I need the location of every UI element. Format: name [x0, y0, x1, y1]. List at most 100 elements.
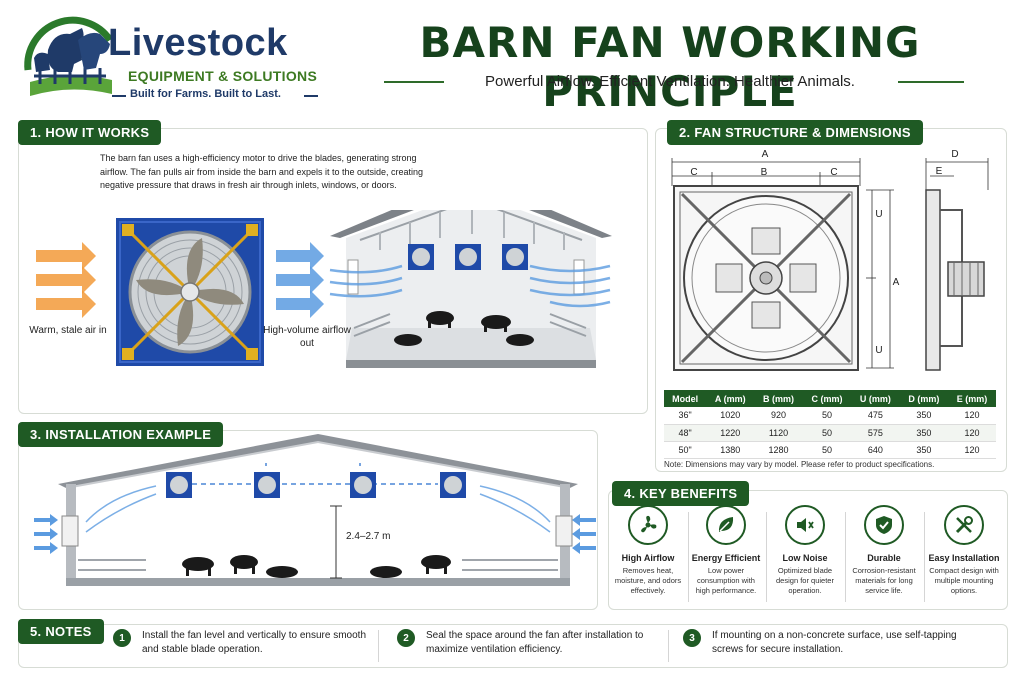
- table-header: C (mm): [802, 390, 852, 407]
- shield-icon: [864, 505, 904, 545]
- brand-subtitle: EQUIPMENT & SOLUTIONS: [128, 68, 318, 84]
- section-label-notes: 5. NOTES: [18, 619, 104, 644]
- speaker-icon: [785, 505, 825, 545]
- dimension-table: Model A (mm) B (mm) C (mm) U (mm) D (mm)…: [664, 390, 996, 459]
- fan-side-view: [925, 158, 989, 371]
- note-text: Install the fan level and vertically to …: [142, 630, 367, 655]
- notes-panel: [18, 624, 1008, 668]
- logo: [20, 10, 330, 110]
- airflow-out-arrows: [276, 242, 324, 318]
- table-cell: 1020: [706, 407, 755, 425]
- table-cell: 640: [851, 441, 900, 459]
- table-cell: 50": [664, 441, 707, 459]
- page-title: BARN FAN WORKING PRINCIPLE: [419, 18, 921, 116]
- table-cell: 120: [948, 424, 996, 442]
- fan-icon: [628, 505, 668, 545]
- benefit-energy-efficient: Energy Efficient Low power consumption w…: [690, 505, 762, 596]
- benefit-title: Durable: [867, 553, 901, 563]
- benefit-description: Corrosion-resistant materials for long s…: [852, 566, 916, 595]
- section-label-structure: 2. FAN STRUCTURE & DIMENSIONS: [667, 120, 923, 145]
- dimension-note: Note: Dimensions may vary by model. Plea…: [664, 460, 935, 469]
- benefit-title: High Airflow: [621, 553, 675, 563]
- benefit-divider: [924, 512, 925, 602]
- table-cell: 50: [802, 441, 852, 459]
- table-cell: 120: [948, 441, 996, 459]
- table-cell: 1280: [754, 441, 803, 459]
- table-cell: 1220: [706, 424, 755, 442]
- table-cell: 350: [899, 441, 949, 459]
- table-header: D (mm): [899, 390, 949, 407]
- table-cell: 350: [899, 424, 949, 442]
- subtitle-rule-left: [384, 81, 444, 83]
- warm-air-label: Warm, stale air in: [29, 325, 107, 336]
- dim-label-u-bottom: U: [875, 345, 883, 356]
- table-cell: 350: [899, 407, 949, 425]
- brand-name: Livestock: [108, 22, 288, 64]
- table-header: U (mm): [851, 390, 900, 407]
- tag-rule-left: [112, 95, 126, 97]
- section-label-benefits: 4. KEY BENEFITS: [612, 481, 750, 506]
- table-cell: 575: [851, 424, 900, 442]
- note-text: If mounting on a non-concrete surface, u…: [712, 630, 957, 655]
- benefit-easy-installation: Easy Installation Compact design with mu…: [928, 505, 1000, 596]
- dim-label-a-side: A: [892, 277, 900, 288]
- benefit-title: Energy Efficient: [691, 553, 761, 563]
- note-number: 2: [397, 629, 415, 647]
- note-text: Seal the space around the fan after inst…: [426, 630, 644, 655]
- table-cell: 1380: [706, 441, 755, 459]
- table-cell: 48": [664, 424, 707, 442]
- benefit-divider: [688, 512, 689, 602]
- note-divider: [378, 630, 379, 662]
- page-subtitle: Powerful Airflow. Efficient Ventilation.…: [485, 73, 855, 90]
- note-divider: [668, 630, 669, 662]
- benefit-durable: Durable Corrosion-resistant materials fo…: [848, 505, 920, 596]
- table-header: B (mm): [754, 390, 803, 407]
- table-cell: 50: [802, 424, 852, 442]
- airflow-out-label: High-volume airflow out: [263, 325, 351, 349]
- brand-tagline: Built for Farms. Built to Last.: [130, 88, 281, 100]
- tag-rule-right: [304, 95, 318, 97]
- dim-label-c-right: C: [830, 167, 838, 178]
- table-row: 36" 1020 920 50 475 350 120: [664, 407, 996, 425]
- benefit-divider: [845, 512, 846, 602]
- dim-label-a-top: A: [761, 149, 769, 160]
- installation-illustration: [34, 434, 596, 586]
- logo-emblem: [24, 16, 113, 96]
- dim-label-b: B: [760, 167, 768, 178]
- table-header: A (mm): [706, 390, 755, 407]
- benefit-title: Easy Installation: [928, 553, 1000, 563]
- subtitle-rule-right: [898, 81, 964, 83]
- fan-unit: [116, 218, 264, 366]
- table-row: 48" 1220 1120 50 575 350 120: [664, 424, 996, 442]
- section-label-installation: 3. INSTALLATION EXAMPLE: [18, 422, 224, 447]
- table-header: E (mm): [948, 390, 996, 407]
- dim-label-e: E: [935, 166, 943, 177]
- table-cell: 50: [802, 407, 852, 425]
- benefit-description: Low power consumption with high performa…: [695, 566, 757, 595]
- note-number: 1: [113, 629, 131, 647]
- benefit-description: Compact design with multiple mounting op…: [929, 566, 999, 595]
- note-number: 3: [683, 629, 701, 647]
- dim-label-d: D: [951, 149, 959, 160]
- mounting-height-label: 2.4–2.7 m: [346, 531, 391, 542]
- leaf-icon: [706, 505, 746, 545]
- benefit-low-noise: Low Noise Optimized blade design for qui…: [769, 505, 841, 596]
- table-cell: 120: [948, 407, 996, 425]
- table-header-row: Model A (mm) B (mm) C (mm) U (mm) D (mm)…: [664, 390, 996, 407]
- how-it-works-description: The barn fan uses a high-efficiency moto…: [100, 153, 424, 190]
- table-header: Model: [664, 390, 707, 407]
- section-label-how-it-works: 1. HOW IT WORKS: [18, 120, 162, 145]
- tools-icon: [944, 505, 984, 545]
- dim-label-c-left: C: [690, 167, 698, 178]
- benefit-high-airflow: High Airflow Removes heat, moisture, and…: [612, 505, 684, 596]
- benefit-divider: [766, 512, 767, 602]
- benefit-description: Optimized blade design for quieter opera…: [776, 566, 834, 595]
- fan-dimension-drawing: [671, 158, 989, 371]
- table-cell: 36": [664, 407, 707, 425]
- table-cell: 1120: [754, 424, 803, 442]
- table-cell: 475: [851, 407, 900, 425]
- warm-air-arrows: [36, 242, 96, 318]
- benefit-title: Low Noise: [782, 553, 828, 563]
- fan-front-view: [673, 185, 859, 371]
- ceiling-fans: [166, 472, 466, 498]
